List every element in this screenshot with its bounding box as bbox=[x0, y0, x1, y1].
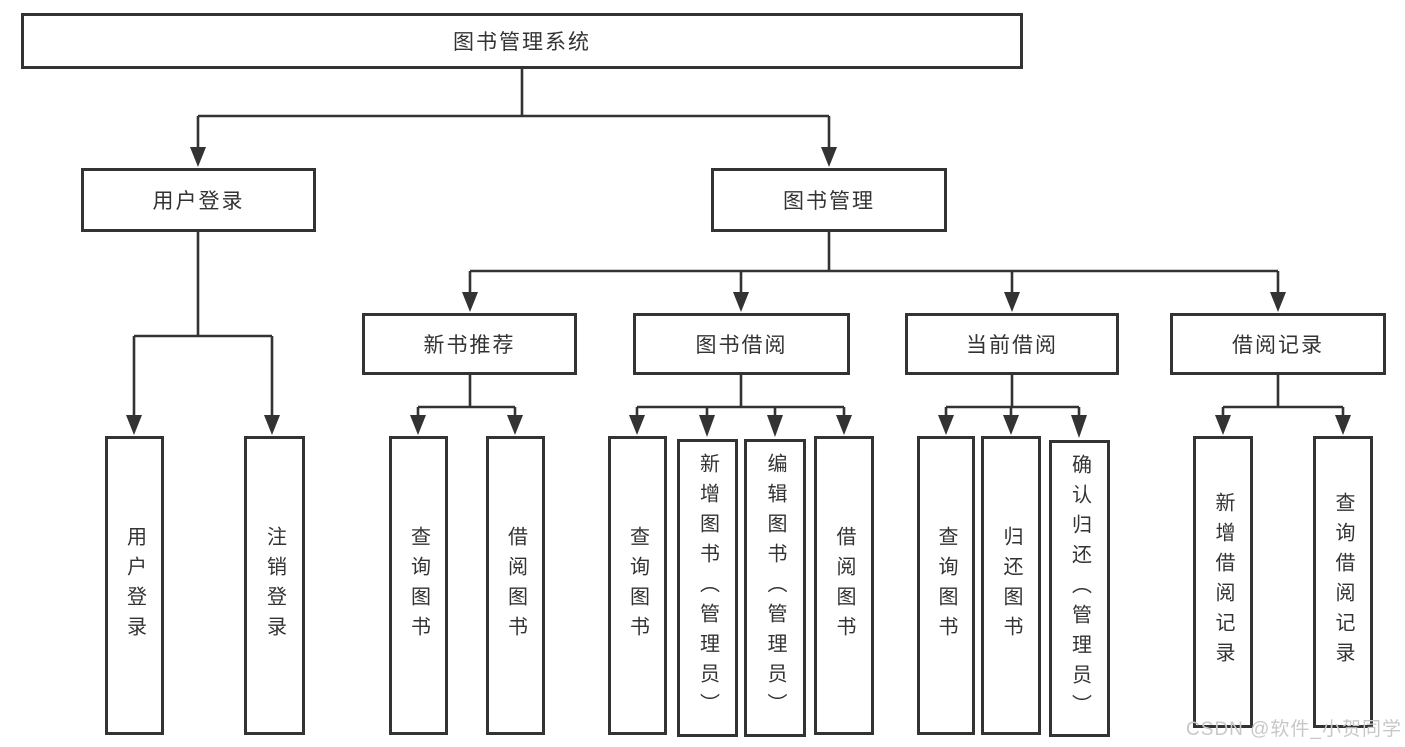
node-user-login: 用户登录 bbox=[81, 168, 316, 232]
leaf-query-books-borrow: 查询图书 bbox=[608, 436, 667, 735]
csdn-watermark: CSDN @软件_小贺同学 bbox=[1186, 719, 1402, 740]
node-library-management-system: 图书管理系统 bbox=[21, 13, 1023, 69]
leaf-edit-books-admin: 编辑图书（管理员） bbox=[744, 439, 806, 737]
leaf-borrow-books-recommend: 借阅图书 bbox=[486, 436, 545, 735]
leaf-query-books-recommend: 查询图书 bbox=[389, 436, 448, 735]
leaf-query-borrow-record: 查询借阅记录 bbox=[1313, 436, 1373, 728]
node-new-book-recommend: 新书推荐 bbox=[362, 313, 577, 375]
leaf-query-books-current: 查询图书 bbox=[917, 436, 975, 735]
node-current-borrow: 当前借阅 bbox=[905, 313, 1119, 375]
leaf-logout: 注销登录 bbox=[244, 436, 305, 735]
leaf-return-books: 归还图书 bbox=[981, 436, 1041, 735]
leaf-confirm-return-admin: 确认归还（管理员） bbox=[1049, 440, 1110, 737]
leaf-add-borrow-record: 新增借阅记录 bbox=[1193, 436, 1253, 728]
leaf-user-login: 用户登录 bbox=[105, 436, 164, 735]
node-book-management: 图书管理 bbox=[711, 168, 947, 232]
leaf-add-books-admin: 新增图书（管理员） bbox=[677, 439, 738, 737]
node-borrow-records: 借阅记录 bbox=[1170, 313, 1386, 375]
leaf-borrow-books: 借阅图书 bbox=[814, 436, 874, 735]
node-book-borrow: 图书借阅 bbox=[633, 313, 850, 375]
